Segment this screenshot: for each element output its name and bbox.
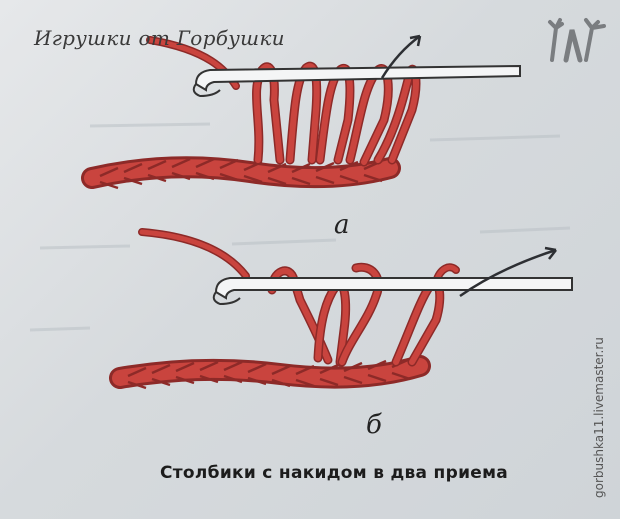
- figure-b-diagram: [109, 228, 573, 390]
- figure-b-hook: [212, 277, 573, 306]
- print-through-texture: [29, 122, 571, 332]
- figure-b-loops: [138, 228, 460, 367]
- figure-b-chain: [109, 355, 431, 390]
- figure-b-label: б: [366, 410, 382, 440]
- figure-a-loops: [146, 36, 421, 167]
- watermark-text: Игрушки от Горбушки: [34, 26, 285, 50]
- figure-a-hook: [192, 64, 521, 98]
- figure-a-label: а: [334, 210, 350, 240]
- hands-logo-icon: [548, 18, 606, 63]
- figure-a-diagram: [81, 34, 521, 190]
- figure-a-chain: [81, 156, 401, 190]
- diagram-caption: Столбики с накидом в два приема: [160, 463, 509, 483]
- source-url: gorbushka11.livemaster.ru: [592, 337, 606, 498]
- figure-a-arrow: [380, 34, 422, 79]
- figure-b-arrow: [459, 246, 557, 298]
